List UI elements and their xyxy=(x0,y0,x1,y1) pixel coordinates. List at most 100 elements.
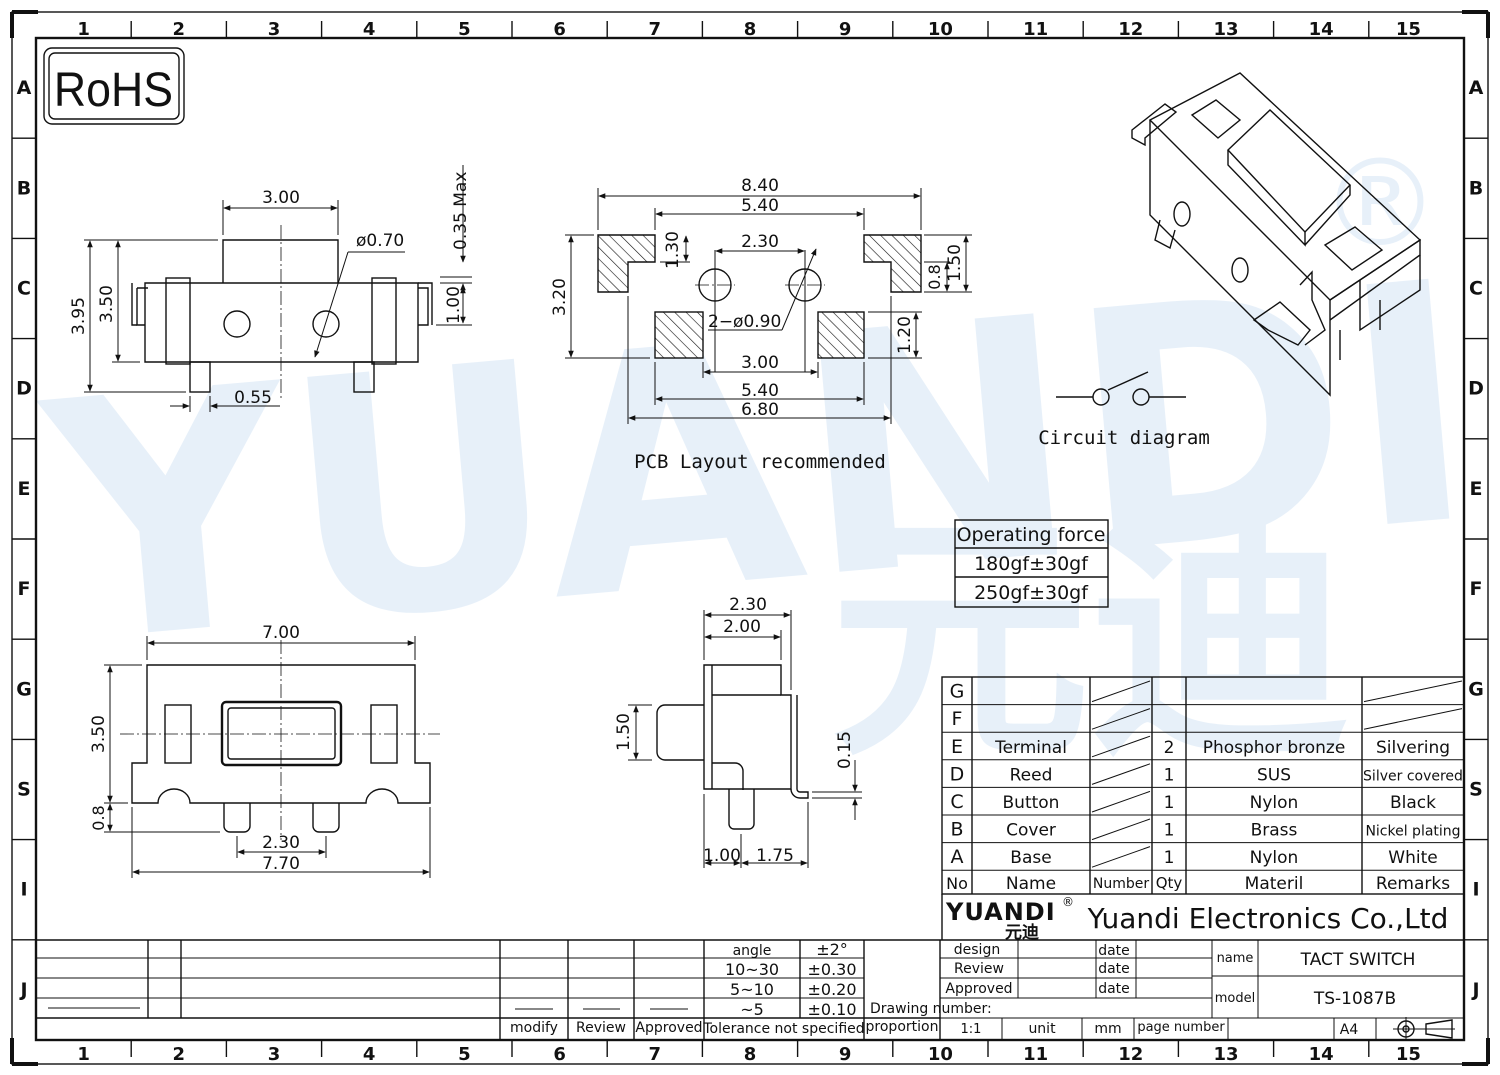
operating-force-table: Operating force 180gf±30gf 250gf±30gf xyxy=(954,519,1109,608)
page-number-label: page number xyxy=(1137,1020,1225,1035)
date-label: date xyxy=(1098,943,1130,959)
dim-label: 7.00 xyxy=(262,623,300,643)
frame-column-label: 5 xyxy=(458,1044,471,1065)
watermark: YUANDI 元迪 ® xyxy=(28,135,1486,792)
tolerance-table: angle±2°10~30±0.305~10±0.20~5±0.10 xyxy=(725,940,857,1019)
date-label: date xyxy=(1098,961,1130,977)
frame-row-label: I xyxy=(20,879,27,901)
frame-column-label: 9 xyxy=(839,19,852,40)
dim-label: 5.40 xyxy=(741,196,779,216)
frame-column-label: 12 xyxy=(1118,19,1143,40)
front-view: 7.00 3.50 0.8 2.30 7.70 xyxy=(89,623,440,878)
bom-header-qty: Qty xyxy=(1156,874,1183,892)
bom-row-material: Phosphor bronze xyxy=(1203,738,1346,758)
frame-column-label: 1 xyxy=(77,19,90,40)
dim-label: 0.35 Max xyxy=(451,172,471,250)
scale-value: 1:1 xyxy=(961,1022,982,1037)
tolerance-value: ±0.30 xyxy=(807,960,856,979)
frame-row-label: A xyxy=(1469,77,1484,99)
tolerance-range: 10~30 xyxy=(725,960,779,979)
dim-label: 8.40 xyxy=(741,176,779,196)
bom-header-name: Name xyxy=(1006,874,1056,894)
dim-label: 2.30 xyxy=(262,833,300,853)
bom-row-no: E xyxy=(951,736,963,758)
tolerance-caption: Tolerance not specified xyxy=(702,1021,864,1037)
frame-row-label: D xyxy=(1468,378,1484,400)
bom-row-no: F xyxy=(952,708,963,730)
bom-row-qty: 2 xyxy=(1164,738,1175,758)
drawing-number-label: Drawing number: xyxy=(870,1001,992,1017)
frame-row-label: C xyxy=(1469,278,1483,300)
pcb-caption: PCB Layout recommended xyxy=(634,451,886,473)
company-logo-mark: ® xyxy=(1062,895,1074,909)
model-label: model xyxy=(1215,991,1255,1006)
frame-column-label: 8 xyxy=(744,1044,757,1065)
pcb-layout: 8.40 5.40 2.30 1.30 3.20 2−ø0.90 0.8 1.5… xyxy=(550,176,972,473)
dim-label: 1.30 xyxy=(663,231,683,269)
dim-label: 1.75 xyxy=(756,846,794,866)
frame-column-label: 8 xyxy=(744,19,757,40)
bom-row-material: Brass xyxy=(1251,821,1298,841)
proportion-label: proportion xyxy=(866,1019,939,1035)
isometric-view xyxy=(1131,72,1422,397)
frame-row-label: J xyxy=(1470,979,1479,1001)
company-logo-cjk: 元迪 xyxy=(1005,922,1039,943)
dim-label: 2.00 xyxy=(723,617,761,637)
dim-label: 3.00 xyxy=(262,188,300,208)
unit-label: unit xyxy=(1028,1021,1056,1037)
frame-column-label: 9 xyxy=(839,1044,852,1065)
bom-row-name: Base xyxy=(1010,848,1051,868)
bom-row-qty: 1 xyxy=(1164,821,1175,841)
approved-label: Approved xyxy=(945,981,1012,997)
bom-row-no: C xyxy=(950,791,963,813)
company-logo-text: YUANDI xyxy=(945,898,1056,926)
frame-row-label: D xyxy=(16,378,32,400)
bom-row-material: Nylon xyxy=(1250,793,1299,813)
bom-row-no: G xyxy=(950,681,965,703)
operating-force-value: 180gf±30gf xyxy=(974,553,1089,575)
bom-row-material: SUS xyxy=(1257,765,1291,785)
bom-row-remarks: Nickel plating xyxy=(1365,824,1460,840)
dim-label: 0.8 xyxy=(89,805,108,830)
frame-column-label: 3 xyxy=(268,1044,281,1065)
bom-row-no: A xyxy=(951,846,964,868)
revision-modify: modify xyxy=(510,1020,558,1036)
frame-column-label: 2 xyxy=(173,1044,186,1065)
revision-review: Review xyxy=(576,1020,626,1036)
frame-column-label: 7 xyxy=(649,19,662,40)
dim-label: 7.70 xyxy=(262,854,300,874)
frame-row-label: A xyxy=(17,77,32,99)
frame-column-label: 13 xyxy=(1213,19,1238,40)
frame-row-label: G xyxy=(1468,678,1484,700)
bom-row-remarks: Black xyxy=(1390,793,1436,813)
dim-label: 3.50 xyxy=(97,285,117,323)
operating-force-header: Operating force xyxy=(957,524,1106,546)
operating-force-value: 250gf±30gf xyxy=(974,582,1089,604)
tolerance-value: ±0.10 xyxy=(807,1000,856,1019)
dim-label: 2.30 xyxy=(729,595,767,615)
frame-column-label: 10 xyxy=(928,19,953,40)
frame-row-label: S xyxy=(1469,779,1483,801)
frame-column-label: 2 xyxy=(173,19,186,40)
frame-column-labels: 1122334455667788991010111112121313141415… xyxy=(77,19,1421,1065)
design-label: design xyxy=(954,942,1000,958)
bom-row-qty: 1 xyxy=(1164,848,1175,868)
side-view: 2.30 2.00 1.50 0.15 1.00 1.75 xyxy=(614,595,862,868)
rohs-text: RoHS xyxy=(54,63,173,117)
dim-label: 3.00 xyxy=(741,353,779,373)
frame-column-label: 1 xyxy=(77,1044,90,1065)
model-value: TS-1087B xyxy=(1313,989,1396,1009)
circuit-caption: Circuit diagram xyxy=(1038,427,1210,449)
dim-label: 0.55 xyxy=(234,388,272,408)
bom-row-qty: 1 xyxy=(1164,793,1175,813)
sheet-frame xyxy=(10,10,1490,1066)
tolerance-range: ~5 xyxy=(740,1000,764,1019)
revision-approved: Approved xyxy=(635,1020,702,1036)
frame-column-label: 11 xyxy=(1023,1044,1048,1065)
frame-column-label: 10 xyxy=(928,1044,953,1065)
frame-column-label: 14 xyxy=(1309,19,1334,40)
bom-row-remarks: Silver covered xyxy=(1363,768,1463,784)
dim-label: 1.50 xyxy=(945,244,965,282)
frame-column-label: 11 xyxy=(1023,19,1048,40)
